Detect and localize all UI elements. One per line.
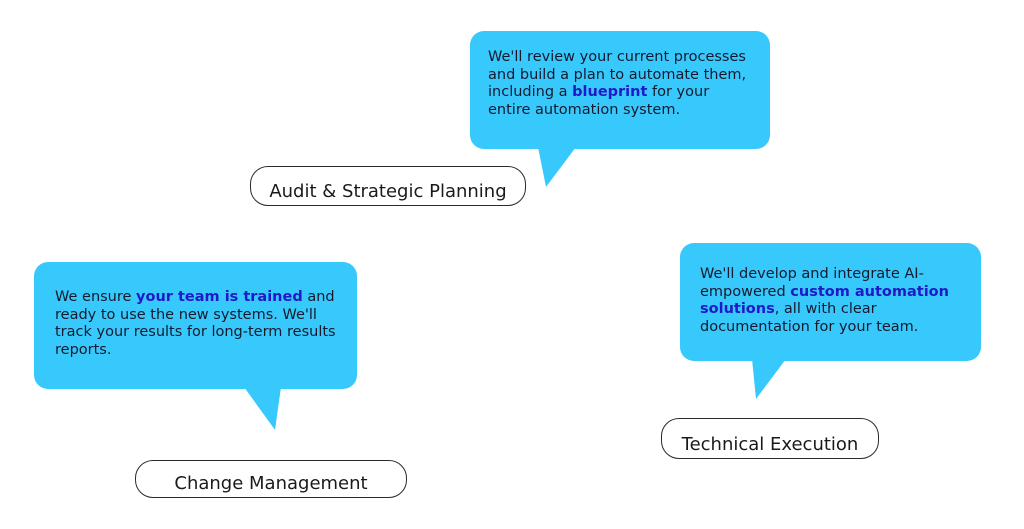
text-before: We'll review your current processes and … bbox=[488, 49, 747, 100]
text-before: We ensure bbox=[55, 289, 137, 305]
speech-bubble-change bbox=[34, 262, 357, 430]
stage-label-technical: Technical Execution bbox=[661, 418, 879, 459]
text-after: for your entire automation system. bbox=[488, 84, 710, 118]
text-after: and ready to use the new systems. We'll … bbox=[55, 289, 336, 358]
stage-title: Change Management bbox=[174, 473, 368, 494]
bubble-text-technical: We'll develop and integrate AI-empowered… bbox=[700, 266, 972, 336]
text-after: , all with clear documentation for your … bbox=[700, 301, 919, 335]
stage-title: Technical Execution bbox=[681, 434, 859, 455]
stage-title: Audit & Strategic Planning bbox=[269, 181, 507, 202]
bubble-text-change: We ensure your team is trained and ready… bbox=[55, 289, 340, 359]
bubble-text-audit: We'll review your current processes and … bbox=[488, 49, 756, 119]
stage-label-change: Change Management bbox=[135, 460, 407, 498]
highlight-text: blueprint bbox=[572, 84, 648, 100]
stage-label-audit: Audit & Strategic Planning bbox=[250, 166, 526, 206]
text-before: We'll develop and integrate AI-empowered bbox=[700, 266, 924, 300]
speech-bubble-audit bbox=[470, 31, 770, 187]
highlight-text: your team is trained bbox=[136, 289, 303, 305]
speech-bubble-technical bbox=[680, 243, 981, 399]
highlight-text: custom automation solutions bbox=[700, 283, 949, 318]
